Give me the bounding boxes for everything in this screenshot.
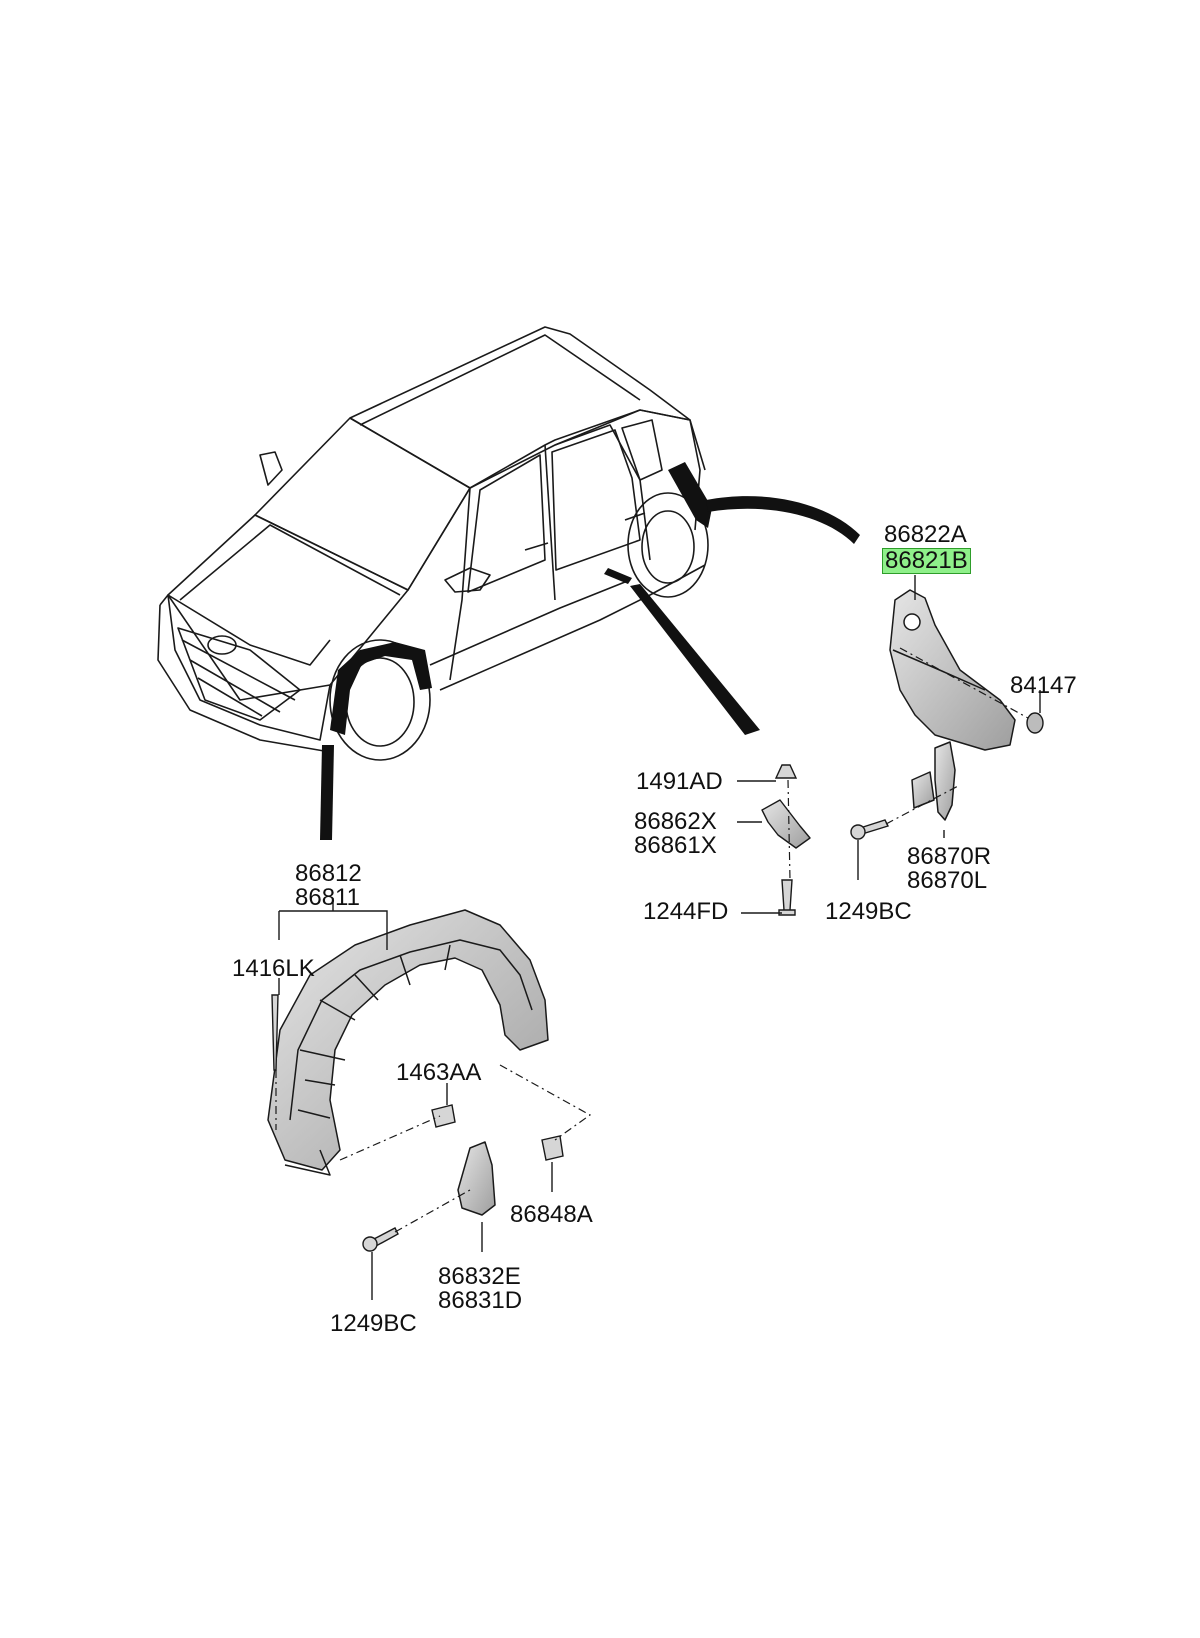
rear-wheel-liner-part[interactable] bbox=[889, 589, 1016, 751]
callout-clip-top[interactable]: 1491AD bbox=[636, 768, 723, 795]
callout-screw-rear[interactable]: 1249BC bbox=[825, 898, 912, 925]
assembly-dashed-lines bbox=[275, 647, 1029, 1233]
callout-grommet[interactable]: 1463AA bbox=[396, 1059, 482, 1086]
callout-side-bracket-1[interactable]: 86862X bbox=[634, 808, 717, 835]
car-illustration bbox=[157, 326, 709, 761]
front-wheel-liner-part[interactable] bbox=[267, 909, 549, 1176]
callout-rear-liner-1[interactable]: 86822A bbox=[884, 521, 967, 548]
rear-mudguard-part[interactable] bbox=[911, 741, 956, 821]
side-bracket-part[interactable] bbox=[761, 799, 811, 849]
callout-rear-mudguard-2[interactable]: 86870L bbox=[907, 867, 988, 894]
callout-screw-bracket[interactable]: 1244FD bbox=[643, 898, 729, 925]
callout-front-liner-2[interactable]: 86811 bbox=[295, 884, 360, 911]
car-liner-markers bbox=[330, 462, 712, 735]
callout-pin[interactable]: 1416LK bbox=[232, 955, 315, 982]
callout-front-liner-1[interactable]: 86812 bbox=[295, 860, 362, 887]
callout-side-bracket-2[interactable]: 86861X bbox=[634, 832, 717, 859]
callout-front-mudguard-1[interactable]: 86832E bbox=[438, 1263, 521, 1290]
front-mudguard-part[interactable] bbox=[457, 1141, 496, 1216]
plug-part[interactable] bbox=[1026, 712, 1044, 734]
callout-screw-front[interactable]: 1249BC bbox=[330, 1310, 417, 1337]
callout-rear-mudguard-1[interactable]: 86870R bbox=[907, 843, 992, 870]
screw-bracket-icon bbox=[778, 879, 796, 916]
leader-bands bbox=[320, 496, 860, 840]
callout-nut[interactable]: 86848A bbox=[510, 1201, 593, 1228]
grommet-icon bbox=[431, 1104, 456, 1128]
clip-icon bbox=[774, 764, 798, 779]
callout-plug[interactable]: 84147 bbox=[1010, 672, 1077, 699]
callout-front-mudguard-2[interactable]: 86831D bbox=[438, 1287, 523, 1314]
leader-lines bbox=[278, 575, 1041, 1300]
nut-icon bbox=[541, 1135, 564, 1161]
callout-rear-liner-2-selected[interactable]: 86821B bbox=[882, 548, 971, 574]
